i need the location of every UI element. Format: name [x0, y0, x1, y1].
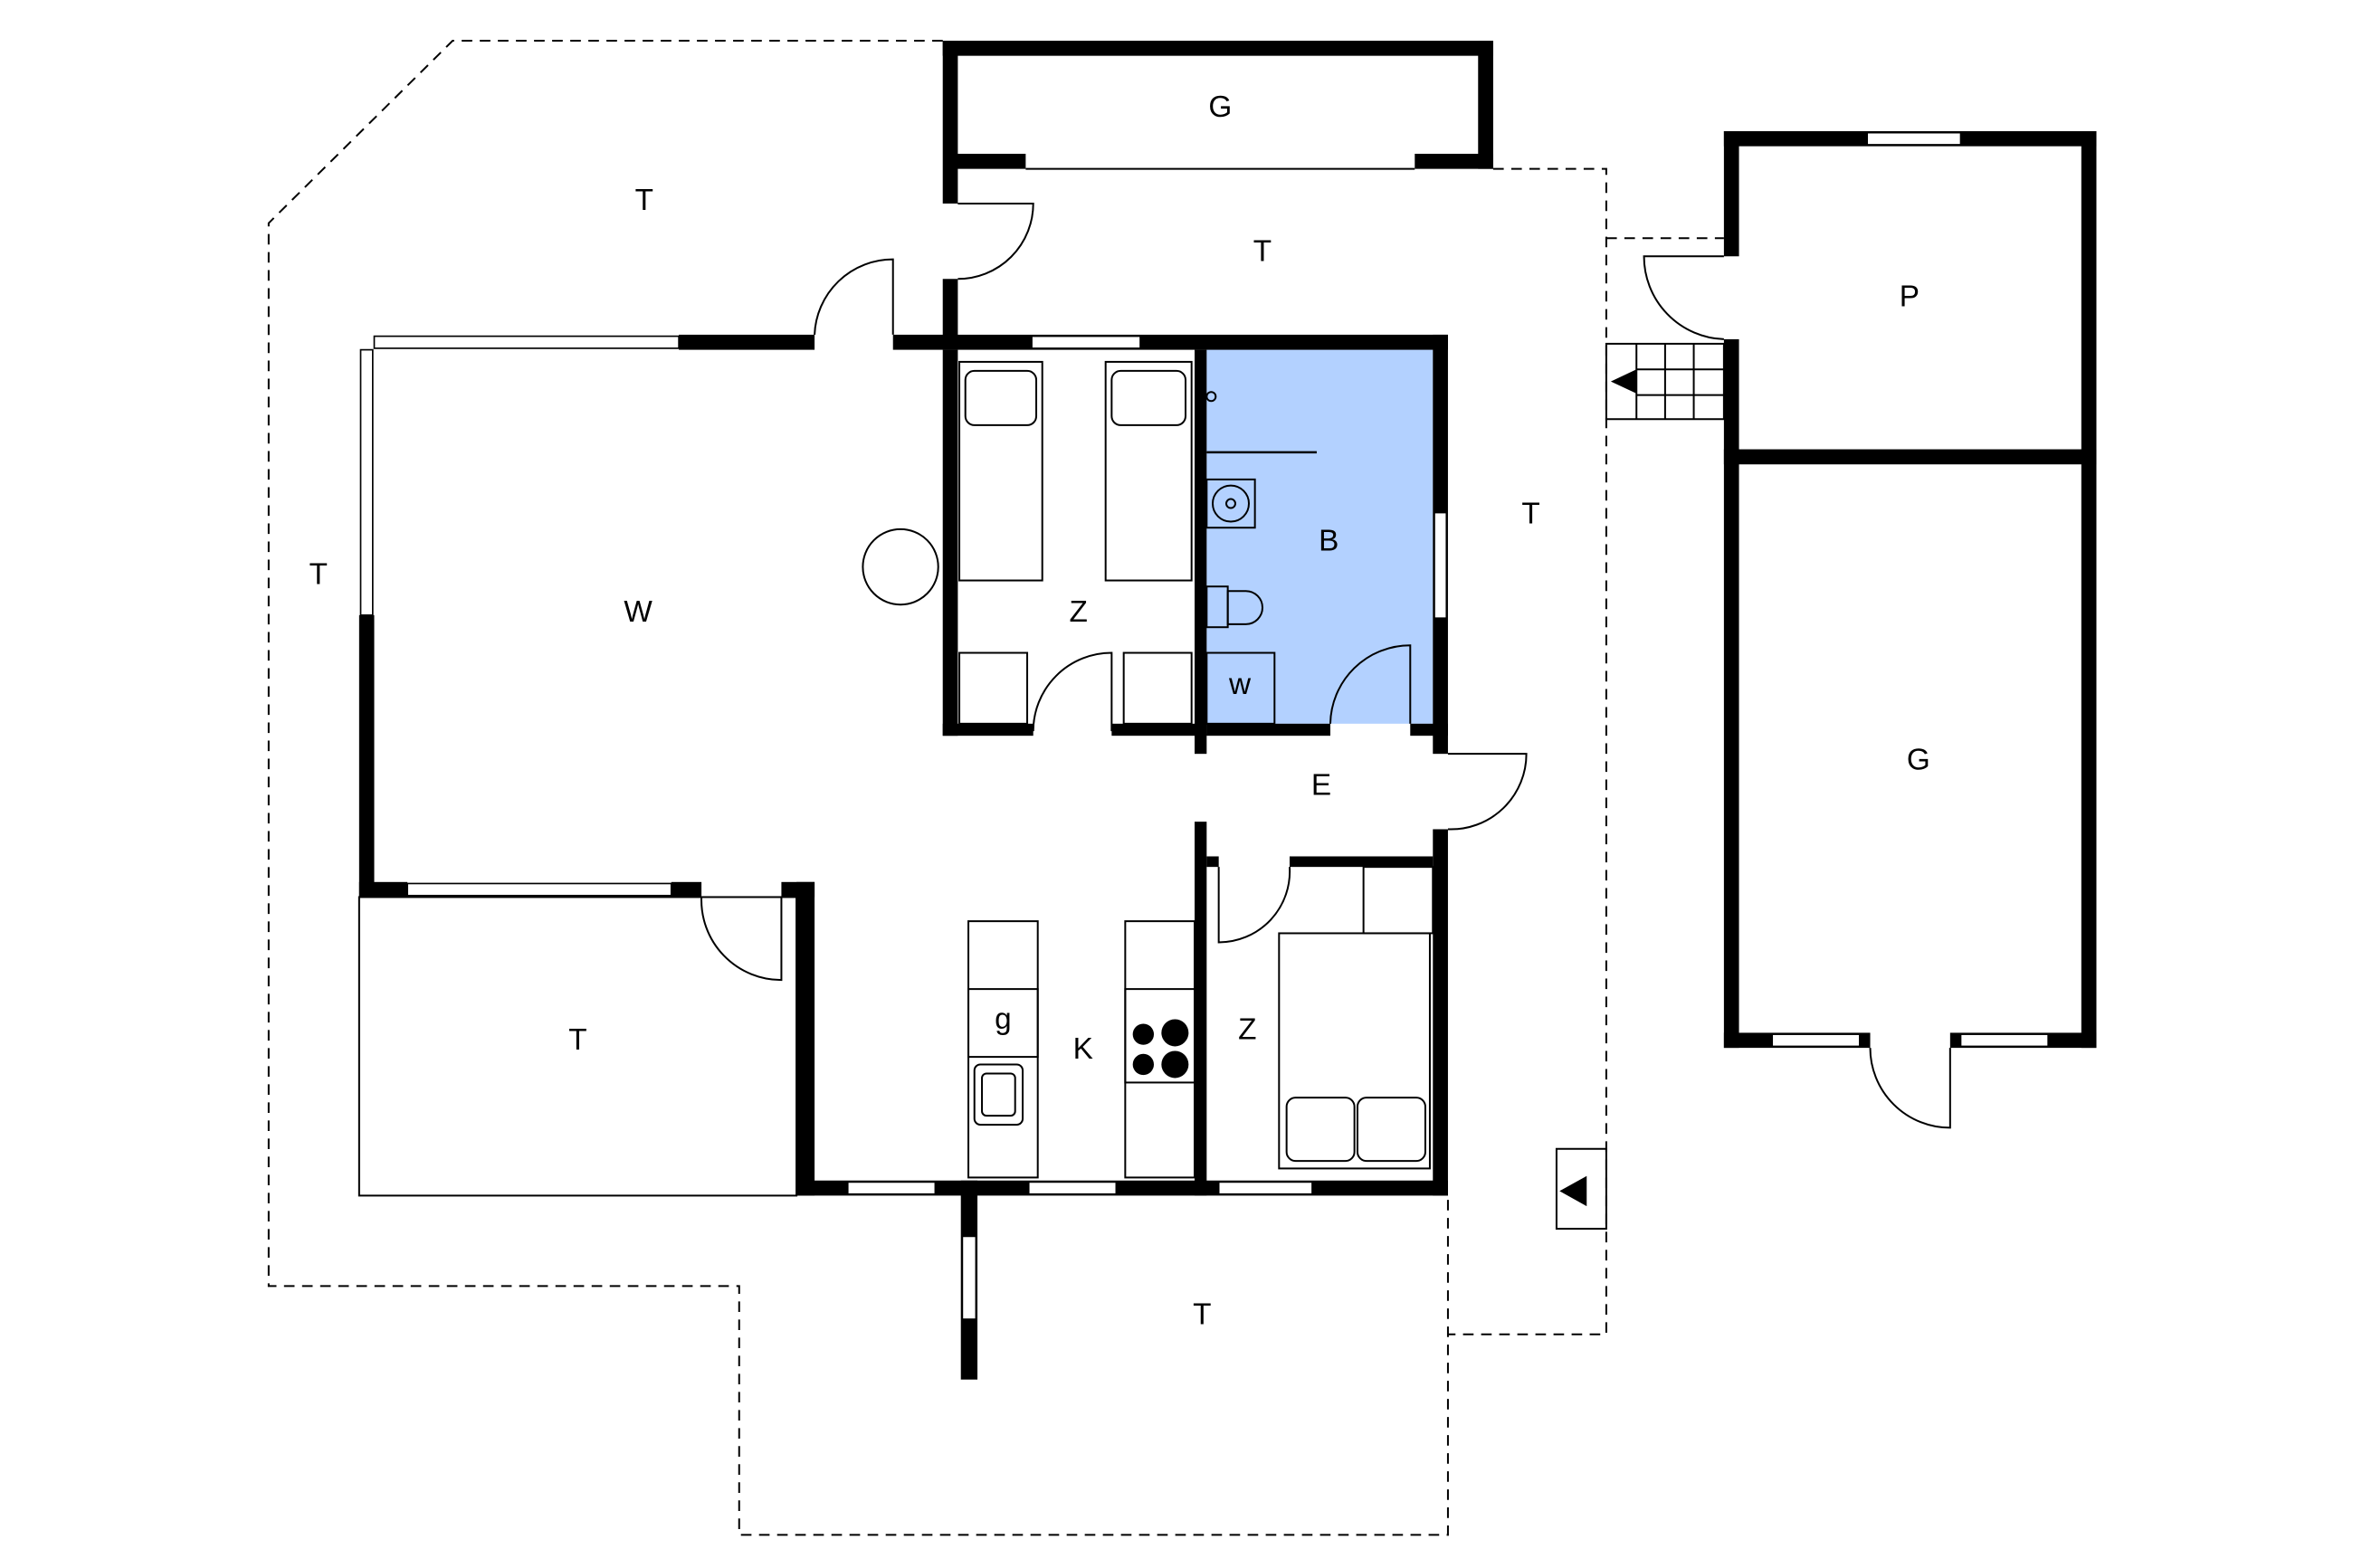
label-shed: P: [1900, 280, 1920, 314]
label-terrace-bottom: T: [1193, 1298, 1211, 1332]
label-living: W: [624, 595, 653, 629]
label-bathroom: B: [1319, 525, 1338, 558]
doors: [700, 202, 1951, 1129]
label-terrace-right: T: [1521, 498, 1539, 531]
furniture: [862, 360, 1434, 1179]
label-entrance: E: [1311, 769, 1331, 803]
stove-icon: [1124, 988, 1196, 1084]
bed: [958, 360, 1043, 582]
label-bedroom-2: Z: [1238, 1013, 1256, 1047]
round-table: [862, 527, 939, 606]
label-terrace-top-left: T: [635, 184, 653, 217]
label-garage-top: G: [1208, 90, 1232, 124]
label-washer: w: [1228, 668, 1252, 701]
label-bedroom-1: Z: [1070, 595, 1088, 629]
label-terrace-top-mid: T: [1253, 235, 1272, 269]
sink-icon: [1205, 478, 1256, 529]
label-terrace-covered: T: [568, 1023, 586, 1057]
label-terrace-left: T: [310, 557, 328, 591]
stairs: [1555, 342, 1725, 1231]
label-dishwasher: g: [995, 1003, 1012, 1036]
terrace-outline: [267, 39, 1724, 1536]
bed: [1104, 360, 1193, 582]
room-labels: G T T T T T T W Z B w E K g Z P G: [310, 90, 1930, 1332]
label-kitchen: K: [1073, 1032, 1093, 1066]
kitchen-sink-icon: [973, 1063, 1024, 1126]
shower-icon: [1205, 391, 1217, 403]
bathroom-floor: [1206, 349, 1434, 724]
counter: [1124, 920, 1196, 1179]
bed: [1278, 932, 1431, 1170]
windows: [359, 131, 2049, 1320]
counter: [967, 920, 1039, 1179]
label-garage-right: G: [1907, 743, 1930, 776]
